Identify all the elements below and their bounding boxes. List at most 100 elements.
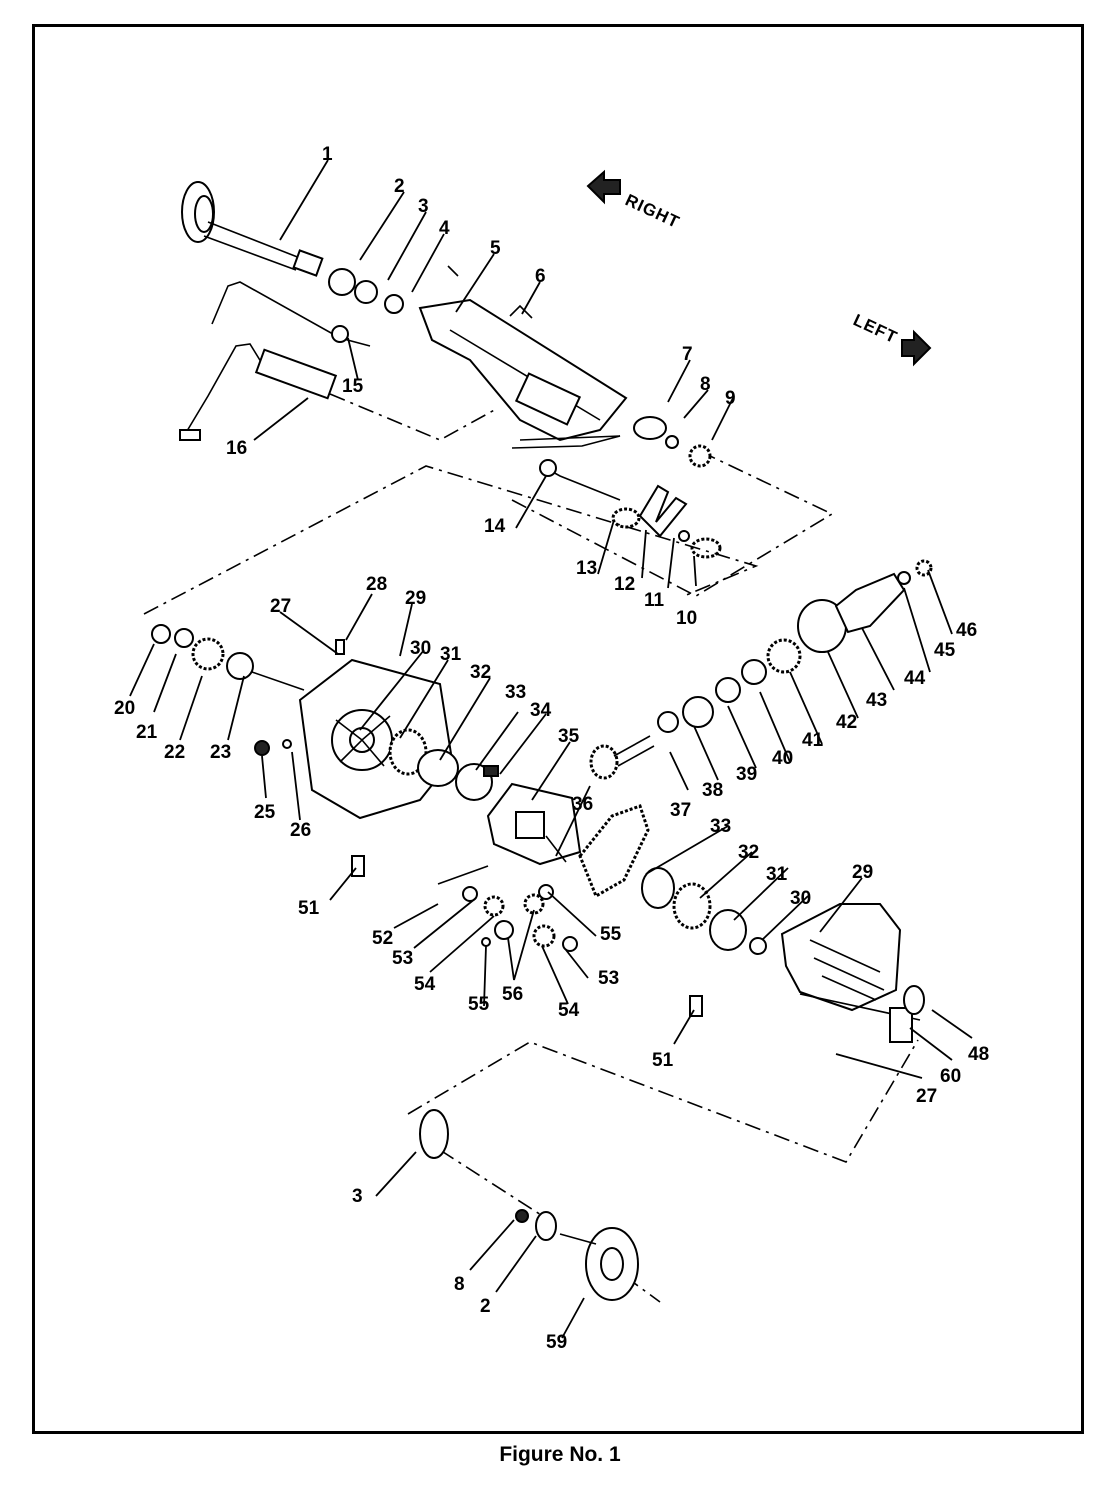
assembly-line-upper	[143, 465, 759, 615]
callout-42: 42	[836, 712, 857, 733]
hub-nut	[515, 1209, 529, 1223]
shim-right	[709, 909, 747, 951]
axle-bearing	[328, 268, 356, 296]
breather	[335, 639, 345, 655]
callout-53b: 53	[598, 968, 619, 989]
callout-29b: 29	[852, 862, 873, 883]
shift-fork-group	[539, 459, 722, 559]
pinion-nut	[151, 624, 171, 644]
wheel-hub	[559, 1227, 639, 1301]
callout-26: 26	[290, 820, 311, 841]
callout-56: 56	[502, 984, 523, 1005]
callout-29: 29	[405, 588, 426, 609]
pinion-bearing	[682, 696, 714, 728]
callout-54: 54	[414, 974, 436, 995]
callout-8: 8	[700, 374, 711, 395]
bearing-spacer	[715, 677, 741, 703]
yoke-nut	[915, 559, 933, 577]
callout-20: 20	[114, 698, 135, 719]
callout-4: 4	[439, 218, 450, 239]
carrier-housing-right	[780, 903, 902, 1012]
left-label: LEFT	[850, 310, 900, 347]
callout-33b: 33	[710, 816, 731, 837]
callout-34: 34	[530, 700, 552, 721]
callout-7: 7	[682, 344, 693, 365]
figure-caption: Figure No. 1	[499, 1443, 621, 1466]
housing-gasket	[633, 416, 667, 440]
bearing-cup	[741, 659, 767, 685]
axle-shaft	[181, 181, 324, 277]
lock-washer	[665, 435, 679, 449]
callout-54b: 54	[558, 1000, 580, 1021]
fill-plug	[254, 740, 270, 756]
callout-27b: 27	[916, 1086, 937, 1107]
callout-51b: 51	[652, 1050, 674, 1071]
callout-2: 2	[394, 176, 405, 197]
pinion-shim	[657, 711, 679, 733]
callout-31b: 31	[766, 864, 788, 885]
callout-25: 25	[254, 802, 276, 823]
hub-bearing	[535, 1211, 557, 1241]
yoke	[834, 572, 906, 634]
callout-60: 60	[940, 1066, 961, 1087]
assembly-line-lower	[407, 1039, 919, 1163]
callout-35: 35	[558, 726, 580, 747]
callout-39: 39	[736, 764, 757, 785]
right-label: RIGHT	[622, 190, 682, 232]
callout-12: 12	[614, 574, 635, 595]
ring-gear	[578, 804, 650, 899]
callout-55: 55	[468, 994, 490, 1015]
callout-28: 28	[366, 574, 387, 595]
callout-33: 33	[505, 682, 526, 703]
callout-55b: 55	[600, 924, 622, 945]
side-bearing-right	[672, 882, 712, 930]
shift-lever-left	[351, 855, 365, 877]
callout-32: 32	[470, 662, 491, 683]
figure-frame	[32, 24, 1084, 1434]
callout-3b: 3	[352, 1186, 363, 1207]
callout-9: 9	[725, 388, 736, 409]
left-direction-arrow: LEFT	[850, 310, 932, 367]
callout-53: 53	[392, 948, 413, 969]
yoke-washer	[897, 571, 911, 585]
drain-plug	[282, 739, 292, 749]
bolt	[483, 765, 499, 777]
callout-30: 30	[410, 638, 431, 659]
brake-line-and-actuator	[179, 281, 371, 441]
spacer-right	[749, 937, 767, 955]
callout-10: 10	[676, 608, 697, 629]
axle-seal	[354, 280, 378, 304]
output-shaft	[799, 985, 925, 1043]
axle-housing-tube	[418, 298, 628, 442]
callout-27: 27	[270, 596, 291, 617]
callout-36: 36	[572, 794, 593, 815]
callout-38: 38	[702, 780, 723, 801]
callout-15: 15	[342, 376, 364, 397]
callout-31: 31	[440, 644, 462, 665]
callout-40: 40	[772, 748, 793, 769]
drive-pinion	[589, 735, 655, 780]
callout-22: 22	[164, 742, 185, 763]
callout-14: 14	[484, 516, 506, 537]
callout-11: 11	[644, 590, 665, 611]
callout-51: 51	[298, 898, 320, 919]
callout-43: 43	[866, 690, 887, 711]
callout-32b: 32	[738, 842, 759, 863]
leader-lines	[129, 159, 973, 1339]
callout-23: 23	[210, 742, 231, 763]
callout-6: 6	[535, 266, 546, 287]
pinion-flange	[191, 637, 225, 671]
callout-5: 5	[490, 238, 501, 259]
callout-48: 48	[968, 1044, 989, 1065]
callout-1: 1	[322, 144, 333, 165]
callout-37: 37	[670, 800, 691, 821]
exploded-axle-diagram: RIGHT LEFT	[114, 144, 989, 1353]
callout-labels: 1 2 3 4 5 6 7 8 9 10 11 12 13 14 15 16 2…	[114, 144, 989, 1353]
retainer-ring	[384, 294, 404, 314]
callout-13: 13	[576, 558, 597, 579]
callout-41: 41	[802, 730, 824, 751]
callout-2b: 2	[480, 1296, 491, 1317]
callout-8b: 8	[454, 1274, 465, 1295]
callout-59: 59	[546, 1332, 567, 1353]
callout-16: 16	[226, 438, 247, 459]
